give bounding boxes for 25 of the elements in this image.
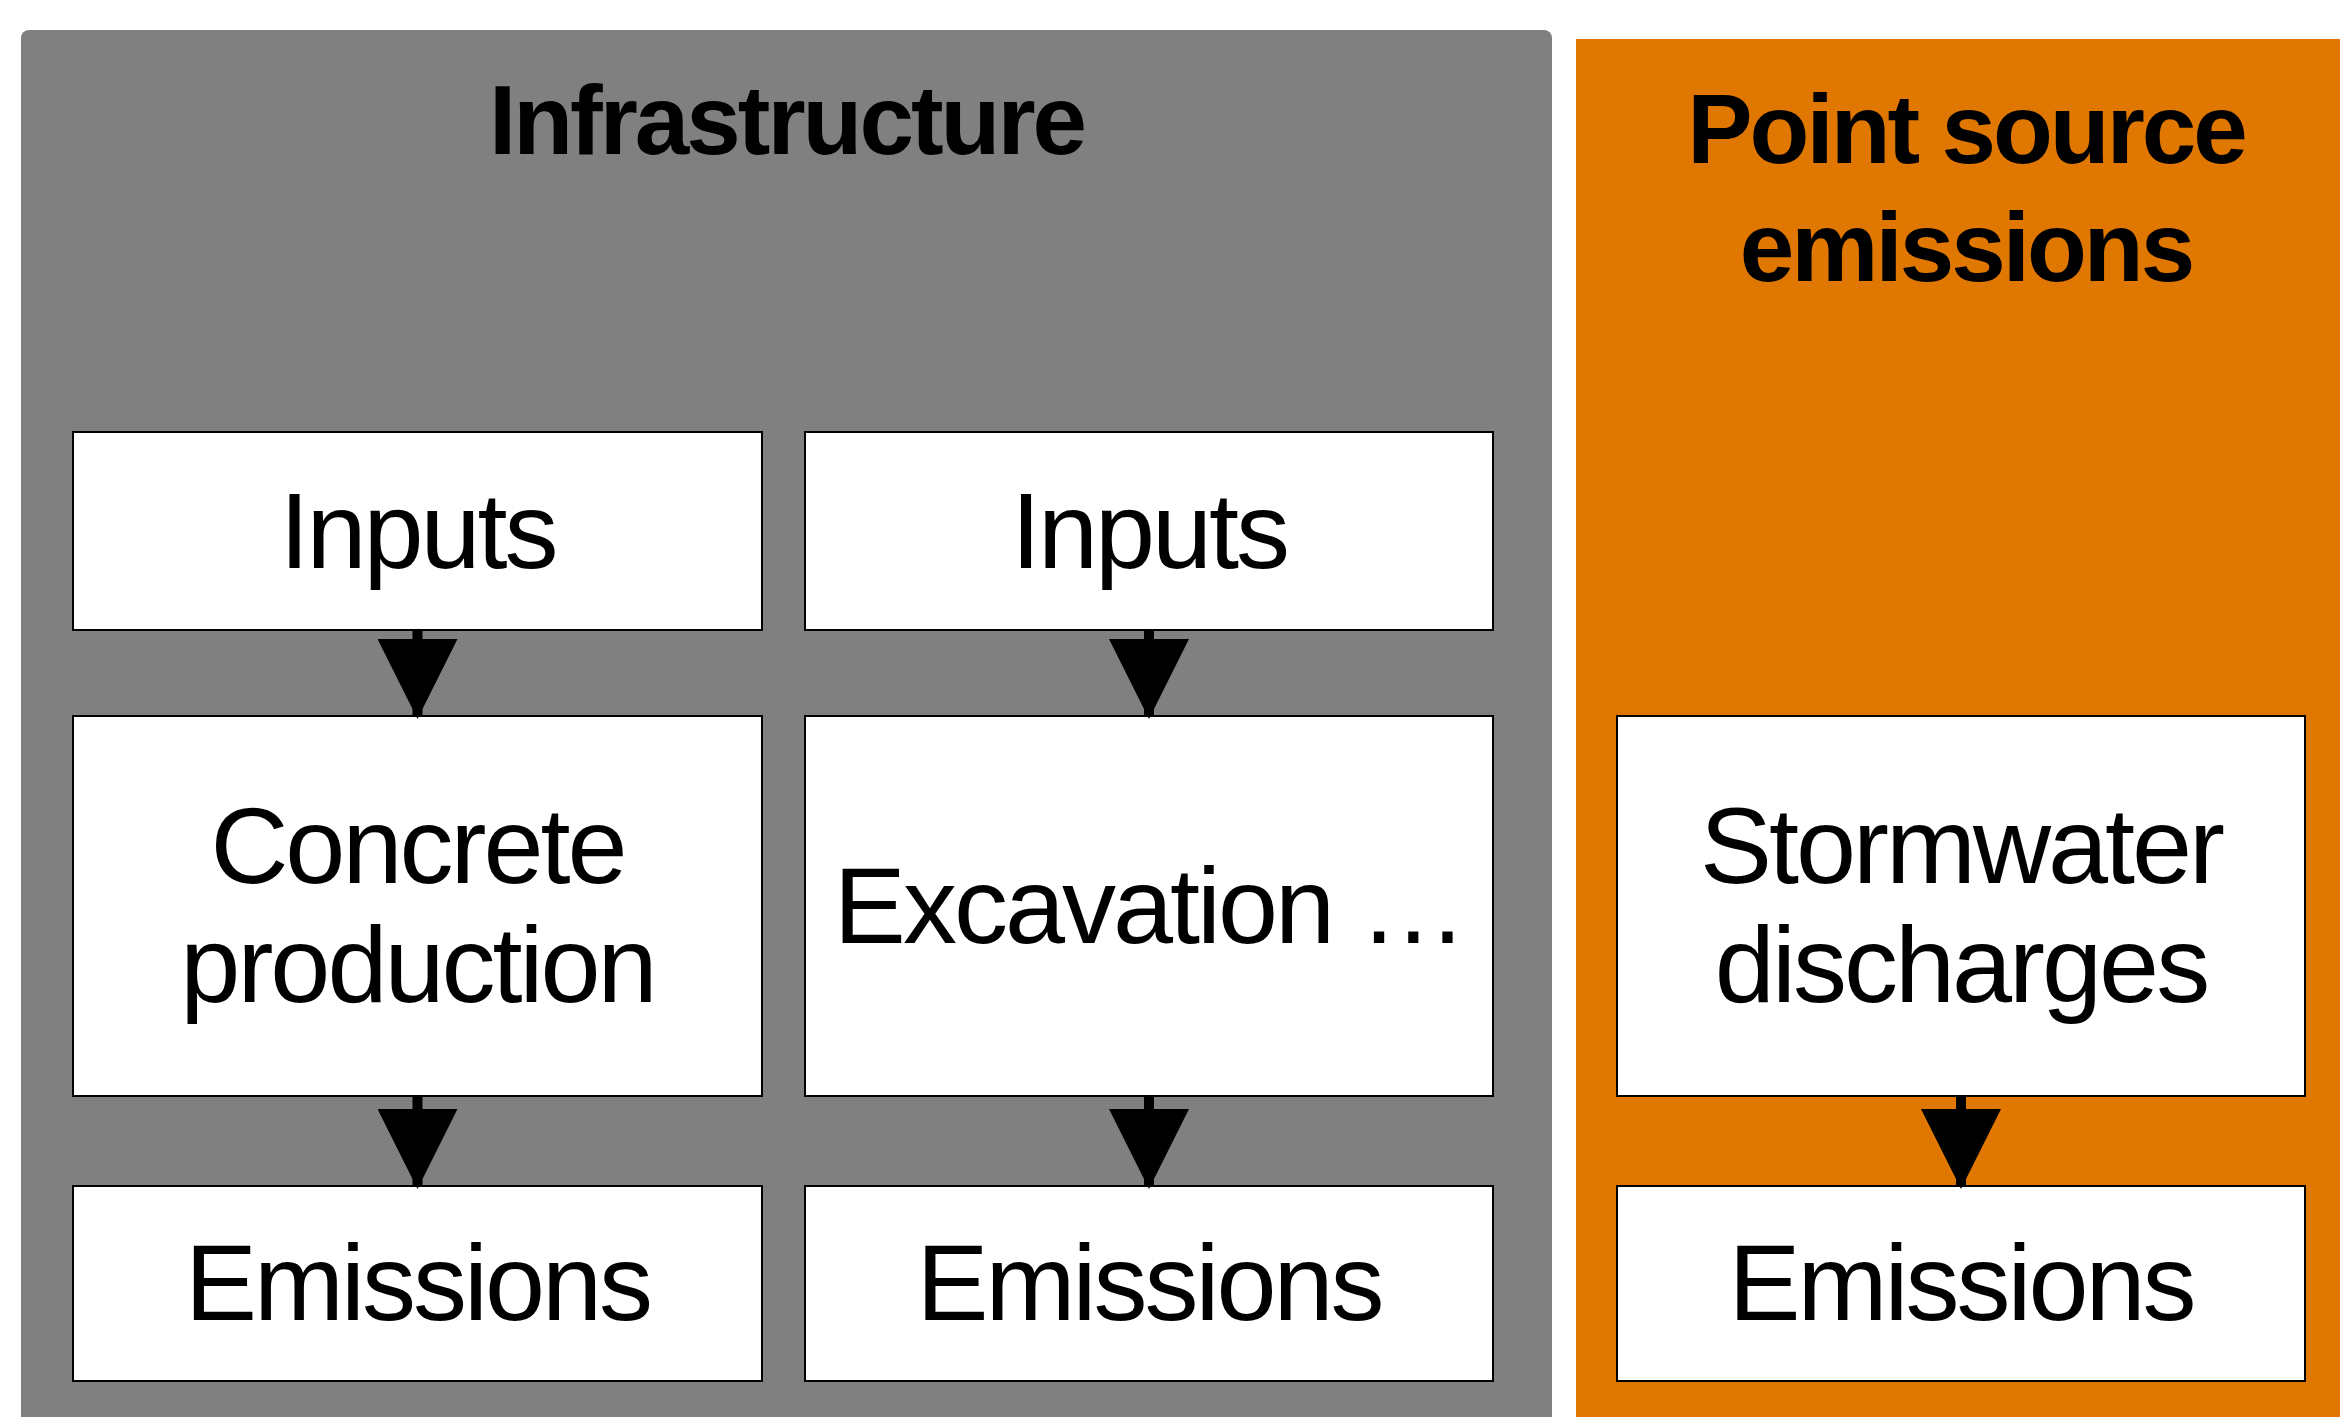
arrow [377,631,458,719]
process-box [1616,1185,2306,1382]
process-box [72,1185,763,1382]
arrow [1109,631,1189,719]
arrow [377,1097,458,1189]
process-box [804,1185,1494,1382]
box-label: Emissions [1728,1224,2194,1343]
panel-heading: Point source emissions [1686,73,2246,304]
arrow [1921,1097,2001,1189]
box-label: Emissions [916,1224,1382,1343]
group-panel [1576,39,2340,1417]
box-label: Inputs [1010,471,1288,591]
process-box [1616,715,2306,1097]
box-label: Emissions [184,1224,651,1343]
arrow [1109,1097,1189,1189]
group-panel [21,30,1552,1417]
box-label: Concrete production [179,787,656,1025]
box-label: Inputs [279,471,556,591]
process-box [804,715,1494,1097]
process-box [804,431,1494,631]
box-label: Stormwater discharges [1698,787,2224,1025]
process-box [72,431,763,631]
process-box [72,715,763,1097]
box-label: Excavation … [833,846,1465,966]
panel-heading: Infrastructure [487,64,1086,177]
